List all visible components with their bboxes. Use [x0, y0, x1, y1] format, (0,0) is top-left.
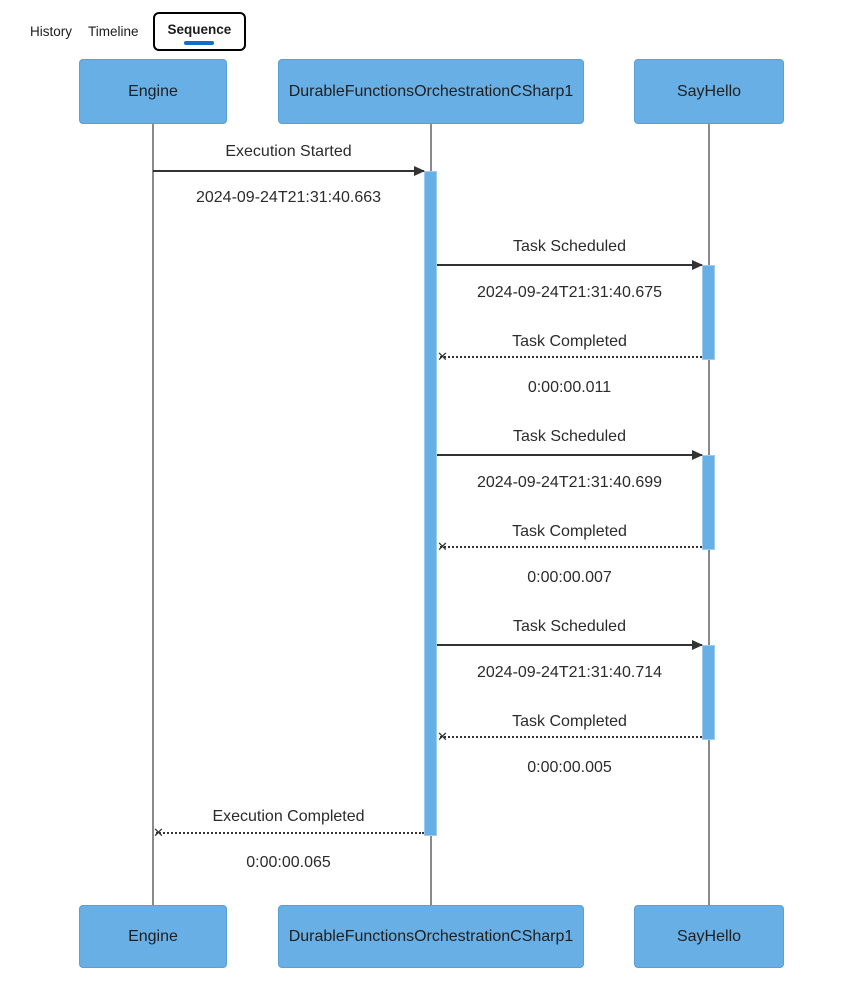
actor-engine-label: Engine [128, 927, 178, 945]
message-arrow-solid [437, 640, 703, 650]
message-label: Execution Started [225, 143, 352, 160]
message-duration: 0:00:00.007 [527, 569, 612, 586]
arrowhead-icon [692, 260, 703, 270]
actor-sayhello-top: SayHello [634, 59, 784, 124]
message-timestamp: 2024-09-24T21:31:40.663 [195, 189, 382, 206]
message-arrow-solid [437, 260, 703, 270]
message-arrow-dashed: ✕ [437, 349, 702, 364]
activation-bar-sayhello-3 [702, 645, 715, 740]
actor-engine-bottom: Engine [79, 905, 227, 968]
cross-icon: ✕ [153, 825, 164, 840]
message-duration: 0:00:00.005 [527, 759, 612, 776]
message-timestamp: 2024-09-24T21:31:40.675 [476, 284, 663, 301]
tab-history[interactable]: History [30, 24, 73, 39]
actor-orchestrator-label: DurableFunctionsOrchestrationCSharp1 [288, 927, 574, 945]
message-timestamp: 2024-09-24T21:31:40.699 [476, 474, 663, 491]
message-label: Task Scheduled [513, 238, 626, 255]
actor-orchestrator-label: DurableFunctionsOrchestrationCSharp1 [288, 82, 574, 100]
message-arrow-solid [153, 166, 425, 176]
actor-orchestrator-bottom: DurableFunctionsOrchestrationCSharp1 [278, 905, 584, 968]
actor-orchestrator-top: DurableFunctionsOrchestrationCSharp1 [278, 59, 584, 124]
tab-sequence[interactable]: Sequence [152, 12, 247, 51]
actor-engine-top: Engine [79, 59, 227, 124]
arrowhead-icon [692, 640, 703, 650]
activation-bar-sayhello-1 [702, 265, 715, 360]
activation-bar-sayhello-2 [702, 455, 715, 550]
message-label: Task Completed [512, 333, 627, 350]
message-label: Task Scheduled [513, 428, 626, 445]
actor-sayhello-bottom: SayHello [634, 905, 784, 968]
message-duration: 0:00:00.065 [246, 854, 331, 871]
activation-bar-orchestrator [424, 171, 437, 836]
message-label: Execution Completed [212, 808, 365, 825]
tab-bar: History Timeline Sequence [28, 12, 247, 51]
actor-sayhello-label: SayHello [676, 82, 742, 100]
arrowhead-icon [414, 166, 425, 176]
tab-timeline[interactable]: Timeline [88, 24, 139, 39]
message-label: Task Scheduled [513, 618, 626, 635]
message-arrow-solid [437, 450, 703, 460]
cross-icon: ✕ [437, 349, 448, 364]
cross-icon: ✕ [437, 729, 448, 744]
message-arrow-dashed: ✕ [153, 825, 424, 840]
message-arrow-dashed: ✕ [437, 729, 702, 744]
arrowhead-icon [692, 450, 703, 460]
tab-sequence-label: Sequence [167, 22, 232, 37]
message-label: Task Completed [512, 713, 627, 730]
message-label: Task Completed [512, 523, 627, 540]
actor-engine-label: Engine [128, 82, 178, 100]
message-arrow-dashed: ✕ [437, 539, 702, 554]
active-tab-underline [184, 41, 215, 45]
actor-sayhello-label: SayHello [676, 927, 742, 945]
message-timestamp: 2024-09-24T21:31:40.714 [476, 664, 663, 681]
lifeline-engine [152, 124, 154, 905]
cross-icon: ✕ [437, 539, 448, 554]
message-duration: 0:00:00.011 [527, 379, 612, 396]
